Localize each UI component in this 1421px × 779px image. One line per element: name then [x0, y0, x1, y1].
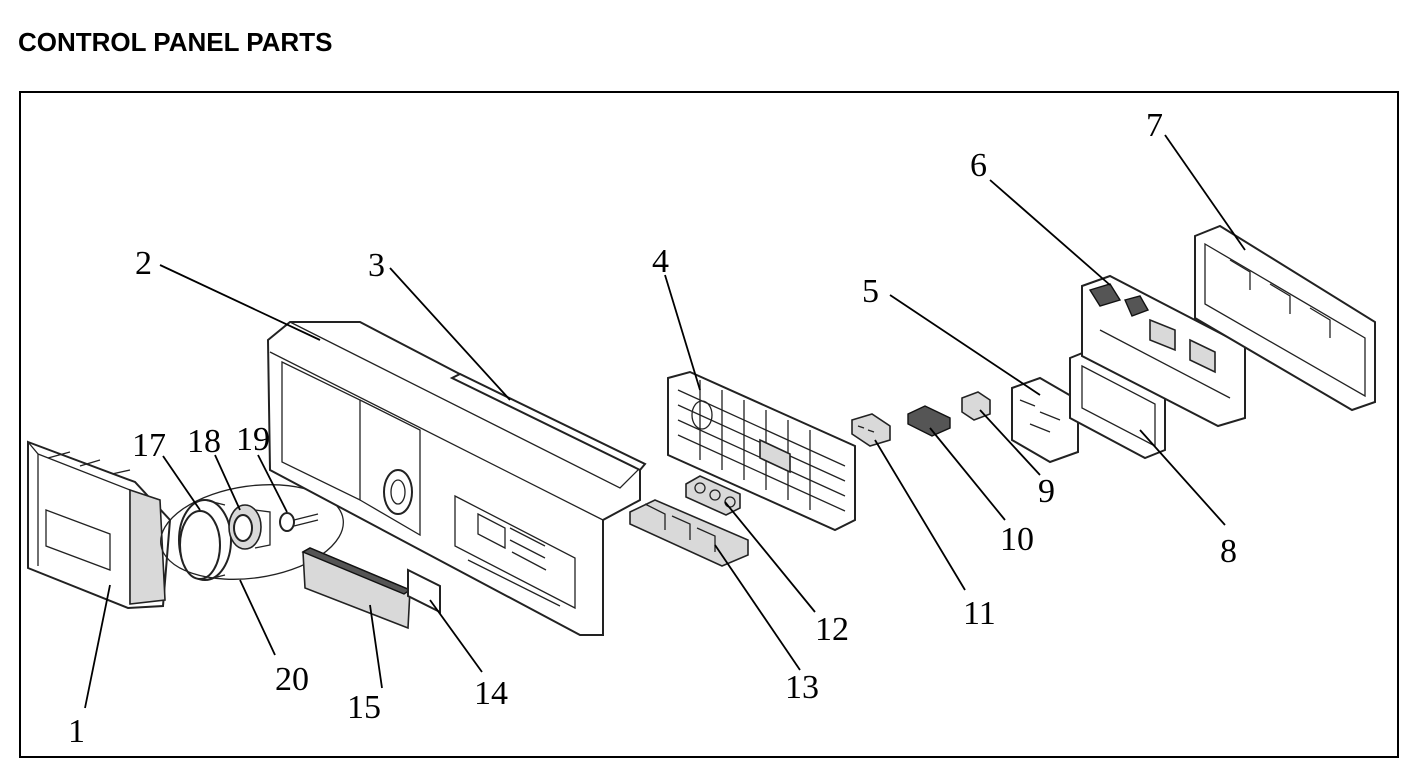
callout-3: 3 — [368, 247, 385, 284]
callout-15: 15 — [347, 689, 381, 726]
part-7-back-housing — [1194, 224, 1376, 412]
leader-10 — [929, 427, 1006, 521]
leader-6 — [989, 179, 1111, 286]
callout-1: 1 — [68, 713, 85, 750]
diagram-frame — [19, 91, 1399, 758]
leader-7 — [1164, 134, 1246, 251]
callout-5: 5 — [862, 273, 879, 310]
leader-19 — [257, 454, 288, 513]
part-3-trim-strip — [449, 372, 647, 472]
leader-14 — [429, 599, 483, 673]
callout-13: 13 — [785, 669, 819, 706]
callout-8: 8 — [1220, 533, 1237, 570]
part-5-small-board — [1011, 376, 1079, 464]
callout-20: 20 — [275, 661, 309, 698]
callout-6: 6 — [970, 147, 987, 184]
part-17-knob — [178, 499, 232, 581]
callout-7: 7 — [1146, 107, 1163, 144]
part-10-connector — [907, 405, 951, 437]
leader-13 — [714, 544, 801, 671]
leader-5 — [889, 294, 1041, 396]
part-2-control-panel-housing — [266, 321, 641, 636]
callout-9: 9 — [1038, 473, 1055, 510]
leader-8 — [1139, 429, 1226, 526]
leader-15 — [369, 604, 383, 689]
part-20-group-outline — [160, 484, 344, 580]
part-15-display-lens — [301, 547, 412, 630]
callout-2: 2 — [135, 245, 152, 282]
leader-11 — [874, 439, 966, 591]
leader-20 — [239, 579, 276, 656]
callout-4: 4 — [652, 243, 669, 280]
part-19-shaft — [279, 512, 319, 532]
leader-18 — [214, 454, 241, 511]
part-11-connector — [851, 413, 891, 447]
leader-2 — [159, 264, 321, 341]
callout-17: 17 — [132, 427, 166, 464]
callout-14: 14 — [474, 675, 508, 712]
page-title: CONTROL PANEL PARTS — [18, 27, 333, 57]
callout-labels: 1 2 3 4 5 6 7 8 9 10 11 12 13 14 15 17 1… — [68, 107, 1237, 750]
part-1-detergent-drawer — [27, 440, 172, 610]
callout-18: 18 — [187, 423, 221, 460]
callout-19: 19 — [236, 421, 270, 458]
callout-12: 12 — [815, 611, 849, 648]
part-4-panel-frame — [667, 370, 856, 532]
leader-3 — [389, 267, 511, 401]
leader-17 — [162, 455, 201, 511]
part-18-knob-insert — [228, 504, 271, 550]
leader-9 — [979, 409, 1041, 476]
leader-1 — [84, 584, 111, 709]
leader-4 — [664, 274, 701, 391]
leader-12 — [724, 501, 816, 613]
part-6-main-board — [1081, 274, 1246, 428]
callout-10: 10 — [1000, 521, 1034, 558]
callout-11: 11 — [963, 595, 996, 632]
leader-lines — [84, 134, 1246, 709]
